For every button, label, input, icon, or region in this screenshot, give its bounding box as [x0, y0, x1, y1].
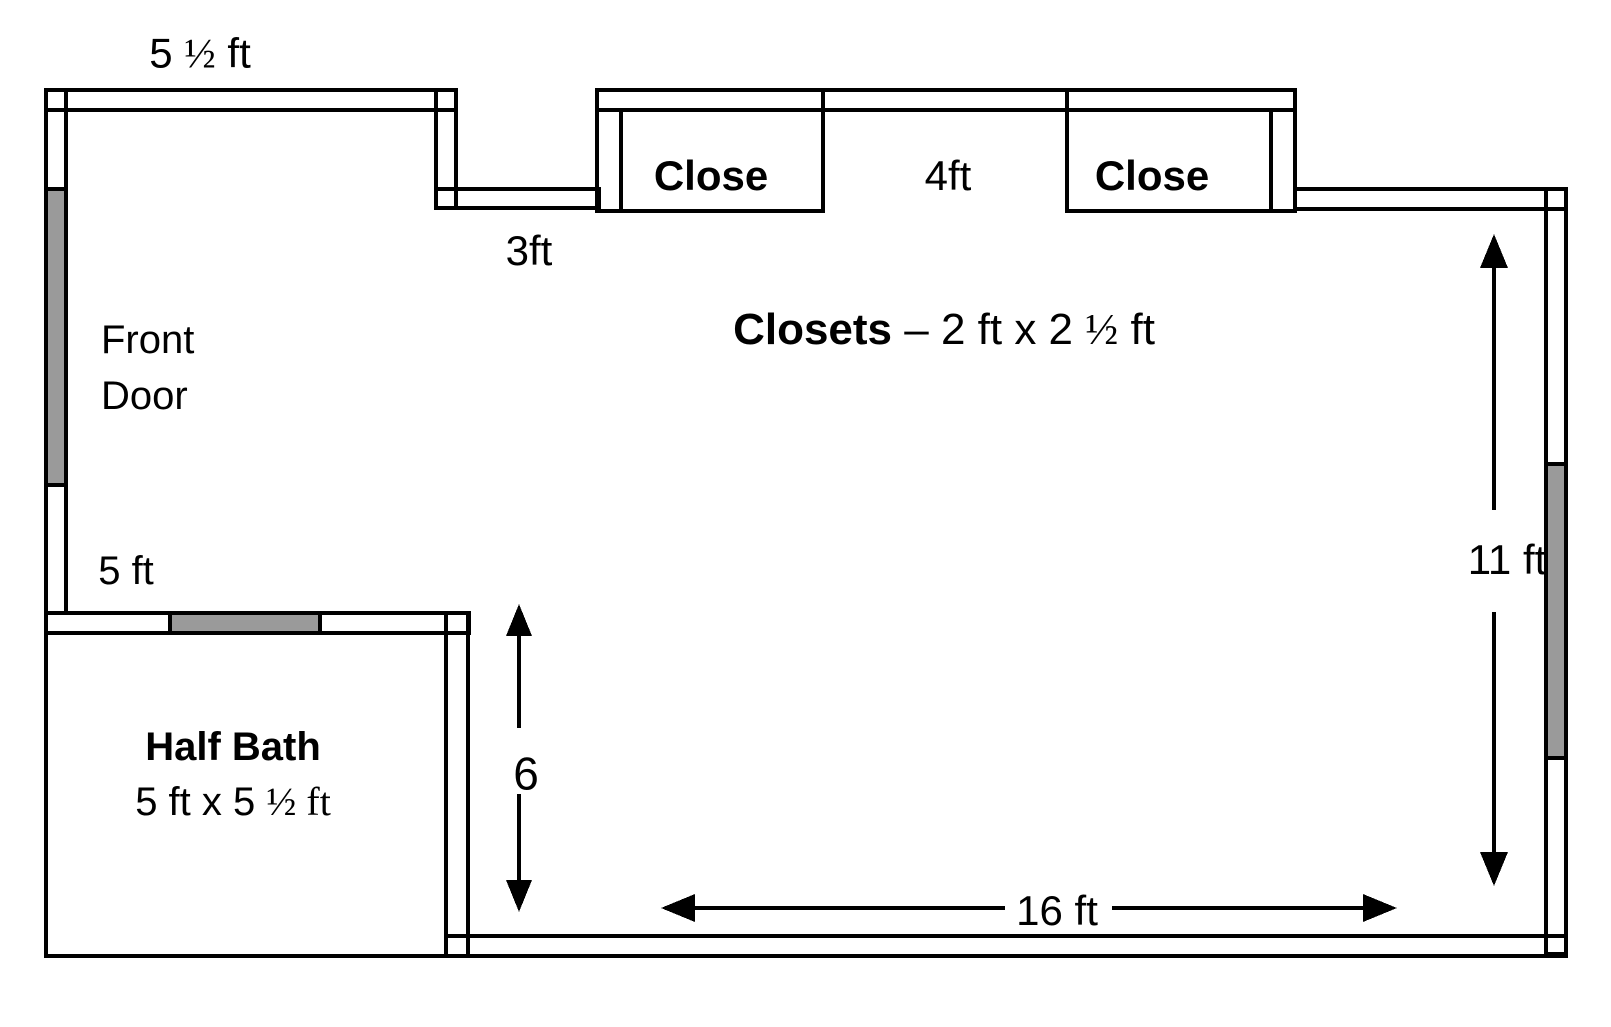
- arrow-down-head: [506, 880, 532, 912]
- front-door-label-line1: Front: [101, 318, 195, 362]
- half-bath-name-label: Half Bath: [145, 725, 321, 769]
- closet-right-box: [1065, 88, 1297, 213]
- wall-closet-top: [595, 88, 1297, 112]
- fraction-text: ½: [1085, 304, 1119, 354]
- front-door-label: Front Door: [101, 312, 194, 424]
- half-bath-door-marker: [168, 611, 322, 635]
- dimension-arrow-6ft: [506, 604, 532, 912]
- dimension-label-bottom-width: 16 ft: [1016, 886, 1098, 934]
- arrow-up-head: [506, 604, 532, 636]
- closet-left-label: Close: [653, 151, 769, 199]
- front-door-marker: [44, 187, 68, 487]
- fraction-text: ½: [184, 31, 216, 78]
- dimension-label-half-bath-height: 6: [513, 747, 539, 800]
- wall-top-right: [1293, 187, 1568, 211]
- closets-note-text: ft: [1118, 304, 1155, 354]
- dimension-text: 5 ft x 5: [135, 780, 267, 824]
- wall-entry-step-horizontal: [434, 187, 601, 210]
- half-bath-dims-label: 5 ft x 5 ½ ft: [135, 779, 331, 825]
- dimension-label-left-lower-width: 5 ft: [98, 549, 154, 593]
- arrow-up-head: [1480, 234, 1508, 268]
- wall-bottom: [444, 934, 1568, 958]
- closet-right-label: Close: [1094, 151, 1210, 199]
- dimension-label-closet-gap: 4ft: [924, 151, 972, 199]
- arrow-left-head: [661, 894, 695, 922]
- arrow-right-head: [1363, 894, 1397, 922]
- closet-left-box: [595, 88, 825, 213]
- dimension-arrow-16ft: [661, 894, 1397, 922]
- closets-size-note: Closets – 2 ft x 2 ½ ft: [733, 304, 1155, 354]
- closets-note-title: Closets: [733, 304, 893, 354]
- wall-half-bath-right: [444, 611, 470, 958]
- dimension-label-top-width: 5 ½ ft: [149, 29, 251, 78]
- arrow-down-head: [1480, 852, 1508, 886]
- dimension-arrow-11ft: [1480, 234, 1508, 886]
- fraction-text: ½: [266, 779, 297, 824]
- dimension-text: ft: [296, 779, 331, 824]
- front-door-label-line2: Door: [101, 374, 188, 418]
- dimension-text: 5: [149, 29, 185, 77]
- wall-top-left: [44, 88, 458, 112]
- right-wall-door-marker: [1544, 462, 1568, 760]
- closets-note-text: – 2 ft x 2: [892, 304, 1086, 354]
- dimension-label-entry-width: 3ft: [505, 226, 553, 274]
- dimension-label-right-height: 11 ft: [1467, 535, 1547, 583]
- dimension-text: ft: [215, 29, 251, 77]
